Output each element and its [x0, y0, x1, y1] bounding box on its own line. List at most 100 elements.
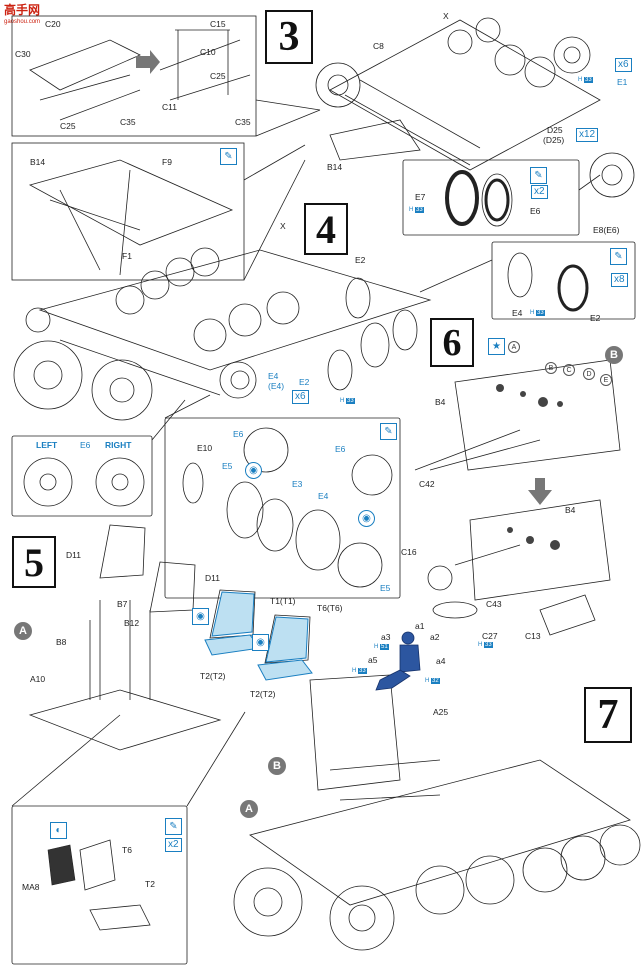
marker-b-7: B — [268, 757, 286, 775]
hnum-32: H 32 — [425, 678, 440, 684]
hnum-33: H 33 — [352, 668, 367, 674]
fig-a2: a2 — [430, 632, 440, 642]
marker-b-6: B — [605, 346, 623, 364]
part-a10: A10 — [30, 674, 46, 684]
part-b12: B12 — [124, 618, 140, 628]
part-t2a: T2(T2) — [200, 671, 226, 681]
part-e8: E8(E6) — [593, 225, 620, 235]
fig-a3: a3 — [381, 632, 391, 642]
part-t2-detail: T2 — [145, 879, 155, 889]
paint-icon: ◉ — [192, 608, 209, 625]
step4-inset-frame — [491, 241, 636, 320]
step3-inset-frame — [11, 15, 257, 137]
fig-a4: a4 — [436, 656, 446, 666]
qty-d25: x12 — [576, 128, 599, 142]
part-c43: C43 — [486, 599, 502, 609]
dial-c: C — [563, 364, 575, 376]
left-label: LEFT — [36, 440, 58, 450]
part-t2b: T2(T2) — [250, 689, 276, 699]
part-c35: C35 — [120, 117, 136, 127]
paint-icon: ◉ — [358, 510, 375, 527]
part-b7: B7 — [117, 599, 128, 609]
step3-detail-frame — [11, 142, 245, 281]
step-number-4: 4 — [304, 203, 348, 255]
part-e1: E1 — [617, 77, 628, 87]
part-x-3: X — [443, 11, 449, 21]
part-e6-lr: E6 — [80, 440, 91, 450]
fig-a1: a1 — [415, 621, 425, 631]
paint-icon: ◉ — [252, 634, 269, 651]
hnum-inset: H 33 — [530, 310, 545, 316]
part-c8: C8 — [373, 41, 384, 51]
part-f9: F9 — [162, 157, 172, 167]
hnum-51: H 51 — [374, 644, 389, 650]
glue-icon: ✎ — [610, 248, 627, 265]
marker-a-small: A — [508, 341, 520, 353]
part-e4: E4 — [268, 371, 279, 381]
step-number-6: 6 — [430, 318, 474, 367]
part-e6-ex: E6 — [233, 429, 244, 439]
part-c20: C20 — [45, 19, 61, 29]
hnum-c27: H 33 — [478, 642, 493, 648]
part-a25: A25 — [433, 707, 449, 717]
part-c16: C16 — [401, 547, 417, 557]
part-b8: B8 — [56, 637, 67, 647]
part-b4b: B4 — [565, 505, 576, 515]
part-c13: C13 — [525, 631, 541, 641]
step5-detail-frame — [11, 805, 188, 965]
part-c10: C10 — [200, 47, 216, 57]
qty-e7: x2 — [531, 185, 548, 199]
dial-d: D — [583, 368, 595, 380]
part-c25b: C25 — [210, 71, 226, 81]
part-t6: T6(T6) — [317, 603, 343, 613]
part-e5b-ex: E5 — [380, 583, 391, 593]
fig-a5: a5 — [368, 655, 378, 665]
marker-a-5: A — [14, 622, 32, 640]
glue-icon: ✎ — [530, 167, 547, 184]
part-e2: E2 — [355, 255, 366, 265]
left-right-frame — [11, 435, 153, 517]
part-c35b: C35 — [235, 117, 251, 127]
star-icon: ★ — [488, 338, 505, 355]
part-e2b: E2 — [299, 377, 310, 387]
qty-step4: x6 — [292, 390, 309, 404]
hnum-e7: H 33 — [409, 207, 424, 213]
part-e4b: (E4) — [268, 381, 285, 391]
step-number-7: 7 — [584, 687, 632, 743]
part-c25: C25 — [60, 121, 76, 131]
step-number-3: 3 — [265, 10, 313, 64]
part-e6: E6 — [530, 206, 541, 216]
part-e2-inset: E2 — [590, 313, 601, 323]
part-e6b-ex: E6 — [335, 444, 346, 454]
part-e7: E7 — [415, 192, 426, 202]
part-e5-ex: E5 — [222, 461, 233, 471]
glue-icon: ✎ — [165, 818, 182, 835]
dial-e: E — [600, 374, 612, 386]
part-b4a: B4 — [435, 397, 446, 407]
part-d25: D25 — [547, 125, 563, 135]
part-d25b: (D25) — [543, 135, 565, 145]
part-b14-detail: B14 — [30, 157, 46, 167]
part-t6-detail: T6 — [122, 845, 132, 855]
part-f1: F1 — [122, 251, 132, 261]
qty-detail5: x2 — [165, 838, 182, 852]
part-x-4: X — [280, 221, 286, 231]
hnum-e1: H 33 — [578, 77, 593, 83]
part-t1: T1(T1) — [270, 596, 296, 606]
part-c15: C15 — [210, 19, 226, 29]
part-e4-ex: E4 — [318, 491, 329, 501]
part-e3: E3 — [292, 479, 303, 489]
exploded-frame — [164, 417, 401, 599]
drop-icon: ◐ — [50, 822, 67, 839]
part-c27: C27 — [482, 631, 498, 641]
part-c30: C30 — [15, 49, 31, 59]
tire-inset-frame — [402, 159, 580, 236]
dial-b: B — [545, 362, 557, 374]
part-d11b: D11 — [205, 573, 220, 583]
step-number-5: 5 — [12, 536, 56, 588]
paint-icon: ◉ — [245, 462, 262, 479]
part-e4-inset: E4 — [512, 308, 523, 318]
